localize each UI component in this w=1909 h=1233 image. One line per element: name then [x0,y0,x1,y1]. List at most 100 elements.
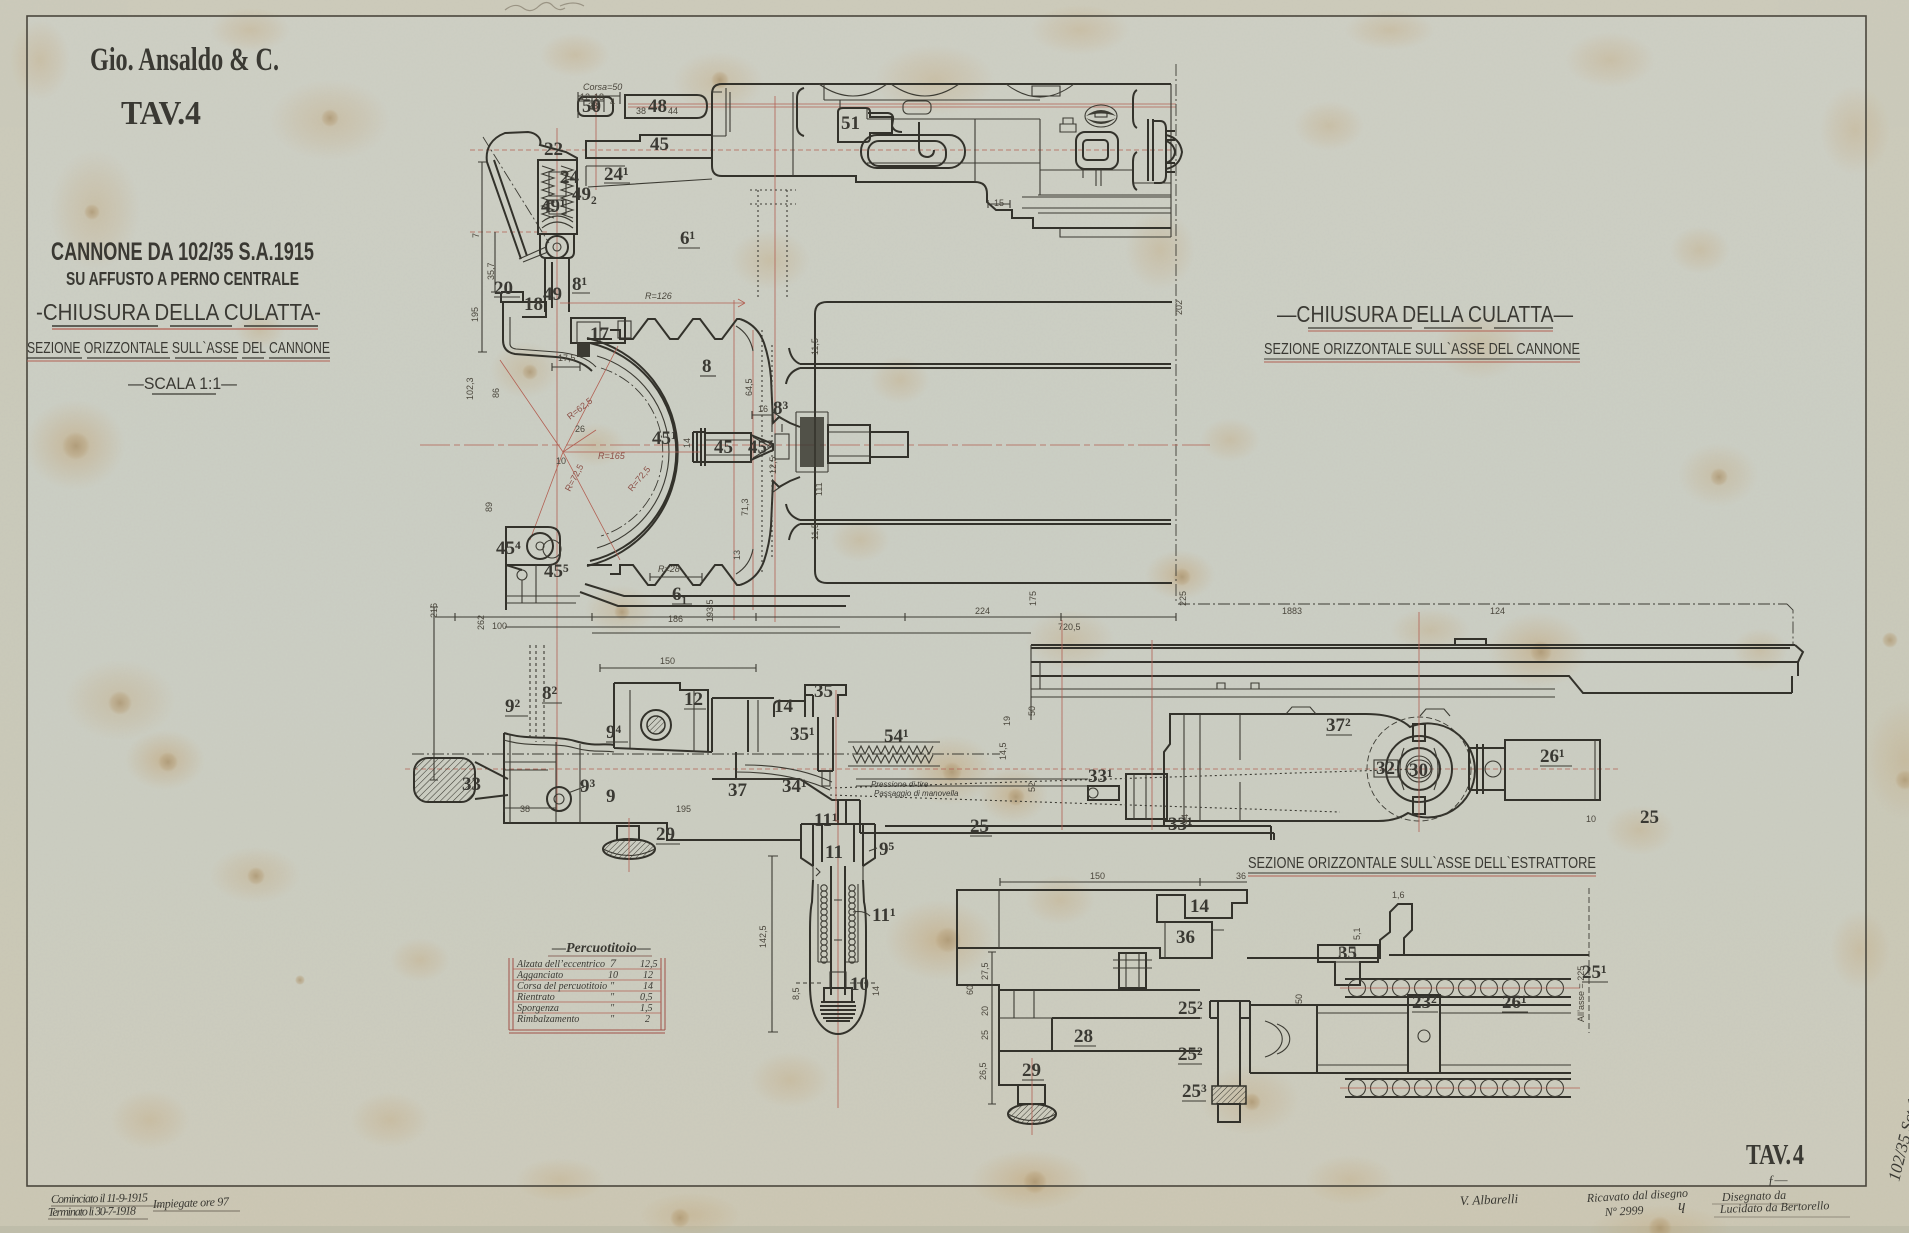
svg-text:SEZIONE ORIZZONTALE SULL`ASSE: SEZIONE ORIZZONTALE SULL`ASSE DEL CANNON… [1264,341,1580,358]
svg-text:Rimbalzamento: Rimbalzamento [516,1014,579,1025]
svg-text:″: ″ [610,981,615,992]
svg-text:50: 50 [1027,706,1037,716]
svg-text:16: 16 [758,404,768,414]
svg-text:34¹: 34¹ [782,776,807,797]
svg-text:10: 10 [608,970,618,981]
svg-text:45³: 45³ [748,437,773,458]
svg-text:All’asse = 225: All’asse = 225 [1576,966,1586,1022]
svg-text:29: 29 [656,824,675,845]
svg-text:175: 175 [1028,591,1038,606]
svg-text:17,5: 17,5 [558,353,576,363]
svg-text:Gio. Ansaldo & C.: Gio. Ansaldo & C. [90,42,279,78]
svg-text:15: 15 [994,198,1004,208]
svg-text:Alzata dell’eccentrico: Alzata dell’eccentrico [516,959,605,970]
svg-text:R=126: R=126 [645,291,672,301]
svg-text:45: 45 [714,437,733,458]
svg-text:1883: 1883 [1282,606,1302,616]
svg-text:ƒ—: ƒ— [1768,1172,1789,1187]
svg-text:12: 12 [643,970,653,981]
svg-text:6¹: 6¹ [680,228,695,249]
svg-text:14: 14 [774,696,794,717]
svg-text:37²: 37² [1326,715,1351,736]
svg-text:Pressione di tiro: Pressione di tiro [871,780,929,789]
svg-text:35: 35 [1338,943,1357,964]
svg-text:22: 22 [544,139,563,160]
svg-text:1,5: 1,5 [640,1003,653,1014]
svg-text:124: 124 [1490,606,1505,616]
svg-text:Agganciato: Agganciato [516,970,563,981]
svg-text:28: 28 [1074,1026,1093,1047]
svg-text:25: 25 [980,1030,990,1040]
svg-text:2: 2 [645,1014,650,1025]
svg-text:37: 37 [728,780,748,801]
svg-text:193,5: 193,5 [705,599,715,622]
svg-text:38: 38 [520,804,530,814]
svg-text:26,5: 26,5 [978,1062,988,1080]
svg-text:36: 36 [1236,871,1246,881]
svg-text:Sporgenza: Sporgenza [517,1003,559,1014]
svg-text:SEZIONE ORIZZONTALE SULL`ASSE: SEZIONE ORIZZONTALE SULL`ASSE DELL`ESTRA… [1248,855,1596,872]
svg-text:24: 24 [560,167,580,188]
svg-text:SEZIONE ORIZZONTALE SULL`ASSE: SEZIONE ORIZZONTALE SULL`ASSE DEL CANNON… [27,340,330,357]
svg-text:224: 224 [975,606,990,616]
svg-text:33¹: 33¹ [1168,814,1193,835]
svg-text:45¹: 45¹ [652,428,677,449]
svg-text:24¹: 24¹ [604,164,629,185]
svg-text:Corsa del percuotitoio: Corsa del percuotitoio [517,981,607,992]
svg-text:100: 100 [492,621,507,631]
svg-text:19: 19 [1002,716,1012,726]
svg-text:18: 18 [524,294,543,315]
svg-text:8: 8 [702,356,712,377]
svg-text:—SCALA 1:1—: —SCALA 1:1— [128,374,237,393]
svg-text:R=28: R=28 [658,564,680,574]
svg-text:9⁴: 9⁴ [606,722,622,743]
svg-text:28: 28 [588,101,598,111]
svg-text:Disegnato da: Disegnato da [1721,1188,1787,1204]
svg-text:26¹: 26¹ [1540,746,1565,767]
svg-text:—CHIUSURA DELLA CULATTA—: —CHIUSURA DELLA CULATTA— [1277,301,1573,327]
svg-text:9²: 9² [505,696,521,717]
svg-text:33¹: 33¹ [1088,766,1113,787]
svg-text:10: 10 [1586,814,1596,824]
svg-text:11¹: 11¹ [814,810,838,831]
svg-text:216: 216 [429,603,439,618]
svg-text:11¹: 11¹ [872,905,896,926]
svg-text:14: 14 [643,981,653,992]
svg-text:R=165: R=165 [598,451,626,461]
svg-text:71,3: 71,3 [740,498,750,516]
svg-text:11,5: 11,5 [810,338,820,355]
svg-text:52: 52 [1027,782,1037,792]
svg-text:23²: 23² [1412,992,1437,1013]
svg-text:V. Albarelli: V. Albarelli [1460,1191,1519,1208]
svg-text:Impiegate ore 97: Impiegate ore 97 [152,1194,230,1211]
svg-text:36: 36 [1176,927,1195,948]
svg-text:195: 195 [676,804,691,814]
svg-text:Rientrato: Rientrato [516,992,555,1003]
svg-text:50: 50 [582,96,601,117]
svg-text:Corsa=50: Corsa=50 [583,82,622,92]
svg-text:4: 4 [610,97,615,107]
svg-text:TAV.4: TAV.4 [121,95,201,132]
svg-text:50: 50 [1294,994,1304,1004]
svg-text:0,5: 0,5 [640,992,653,1003]
svg-text:51: 51 [841,113,860,134]
svg-text:45⁴: 45⁴ [496,538,521,559]
svg-text:14: 14 [682,438,692,448]
svg-text:9⁵: 9⁵ [879,839,895,860]
svg-text:12: 12 [684,689,703,710]
svg-text:7: 7 [471,233,481,238]
svg-text:262: 262 [476,615,486,630]
svg-text:11,5: 11,5 [810,523,820,540]
svg-text:″: ″ [610,1003,615,1014]
svg-text:44: 44 [1180,814,1190,824]
svg-text:25²: 25² [1178,1044,1203,1065]
svg-text:9³: 9³ [580,776,596,797]
svg-text:26: 26 [575,424,585,434]
svg-text:29: 29 [1022,1060,1041,1081]
svg-text:9: 9 [606,786,616,807]
svg-text:8,5: 8,5 [791,987,801,1000]
svg-text:7: 7 [610,956,617,970]
svg-text:Lucidato da Bertorello: Lucidato da Bertorello [1719,1198,1830,1216]
svg-text:25¹: 25¹ [1582,962,1607,983]
svg-text:TAV. 4: TAV. 4 [1746,1139,1804,1171]
